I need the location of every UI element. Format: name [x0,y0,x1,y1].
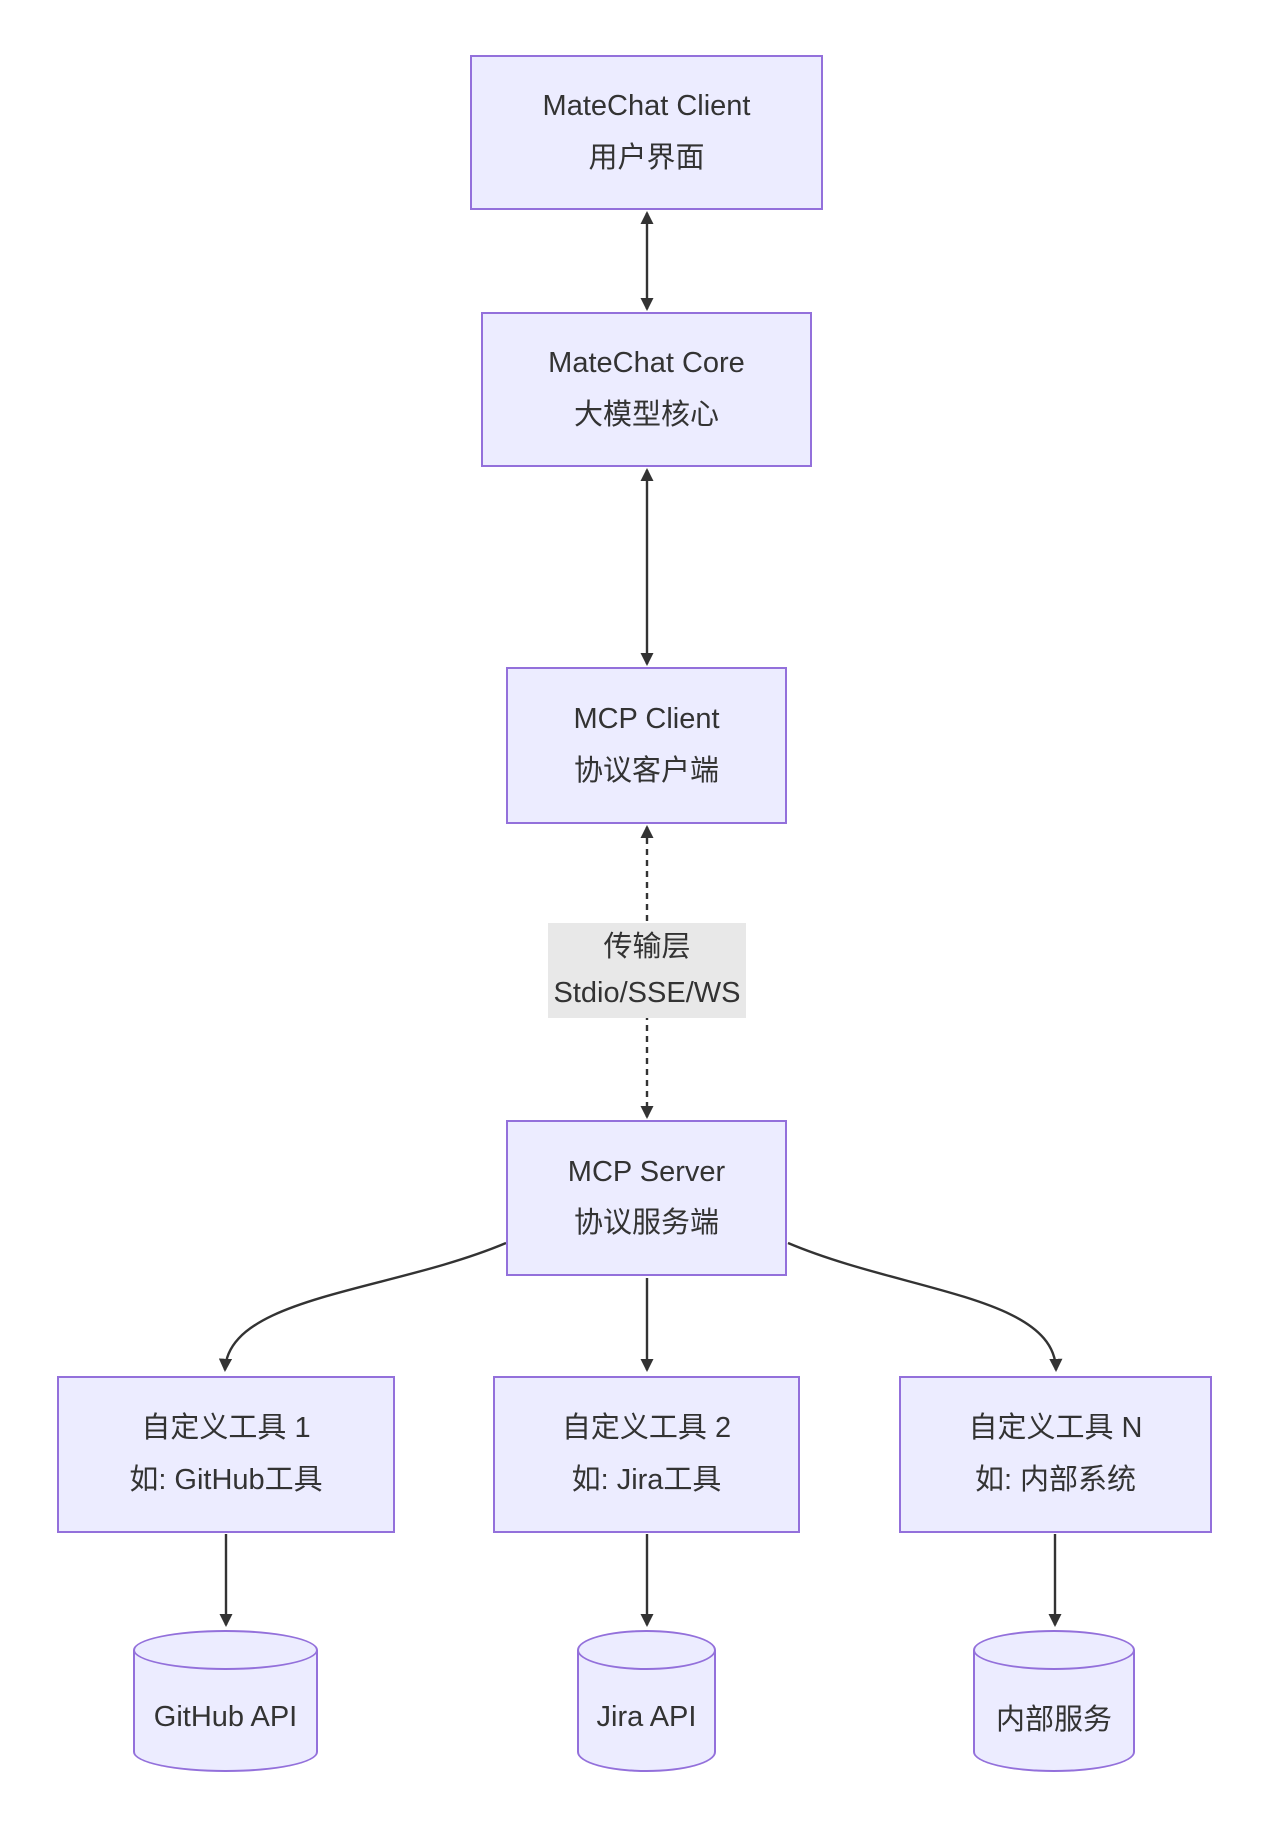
node-subtitle: 大模型核心 [573,398,719,431]
node-mcp-server: MCP Server 协议服务端 [506,1120,787,1276]
cylinder-internal-service: 内部服务 [973,1630,1135,1772]
cylinder-body: GitHub API [133,1650,318,1772]
cylinder-top-ellipse [973,1630,1135,1670]
node-title: MCP Server [567,1155,726,1188]
node-title: 自定义工具 2 [561,1412,732,1445]
cylinder-body: 内部服务 [973,1650,1135,1772]
node-custom-tool-n: 自定义工具 N 如: 内部系统 [899,1376,1212,1533]
cylinder-label: 内部服务 [995,1704,1112,1736]
node-subtitle: 协议客户端 [573,754,719,787]
node-subtitle: 如: GitHub工具 [129,1463,323,1496]
node-subtitle: 用户界面 [588,141,705,174]
node-title: MateChat Client [542,90,751,123]
edge-label-transport: 传输层 Stdio/SSE/WS [548,923,746,1018]
cylinder-github-api: GitHub API [133,1630,318,1772]
node-matechat-client: MateChat Client 用户界面 [470,55,823,210]
node-title: MateChat Core [548,347,745,380]
node-custom-tool-2: 自定义工具 2 如: Jira工具 [493,1376,800,1533]
edge-server-tool1 [218,1241,507,1372]
node-title: 自定义工具 N [968,1412,1143,1445]
node-title: 自定义工具 1 [141,1412,311,1445]
edge-label-line2: Stdio/SSE/WS [553,976,741,1009]
node-custom-tool-1: 自定义工具 1 如: GitHub工具 [57,1376,395,1533]
node-subtitle: 协议服务端 [573,1207,719,1239]
cylinder-jira-api: Jira API [577,1630,716,1772]
cylinder-top-ellipse [577,1630,716,1670]
cylinder-top-ellipse [133,1630,318,1670]
edge-label-line1: 传输层 [603,930,691,963]
edge-server-tooln [787,1241,1063,1372]
node-subtitle: 如: 内部系统 [974,1463,1137,1496]
node-subtitle: 如: Jira工具 [571,1463,722,1496]
node-matechat-core: MateChat Core 大模型核心 [481,312,812,467]
node-title: MCP Client [573,703,720,736]
node-mcp-client: MCP Client 协议客户端 [506,667,787,824]
cylinder-label: GitHub API [153,1700,298,1733]
cylinder-label: Jira API [596,1700,697,1733]
cylinder-body: Jira API [577,1650,716,1772]
